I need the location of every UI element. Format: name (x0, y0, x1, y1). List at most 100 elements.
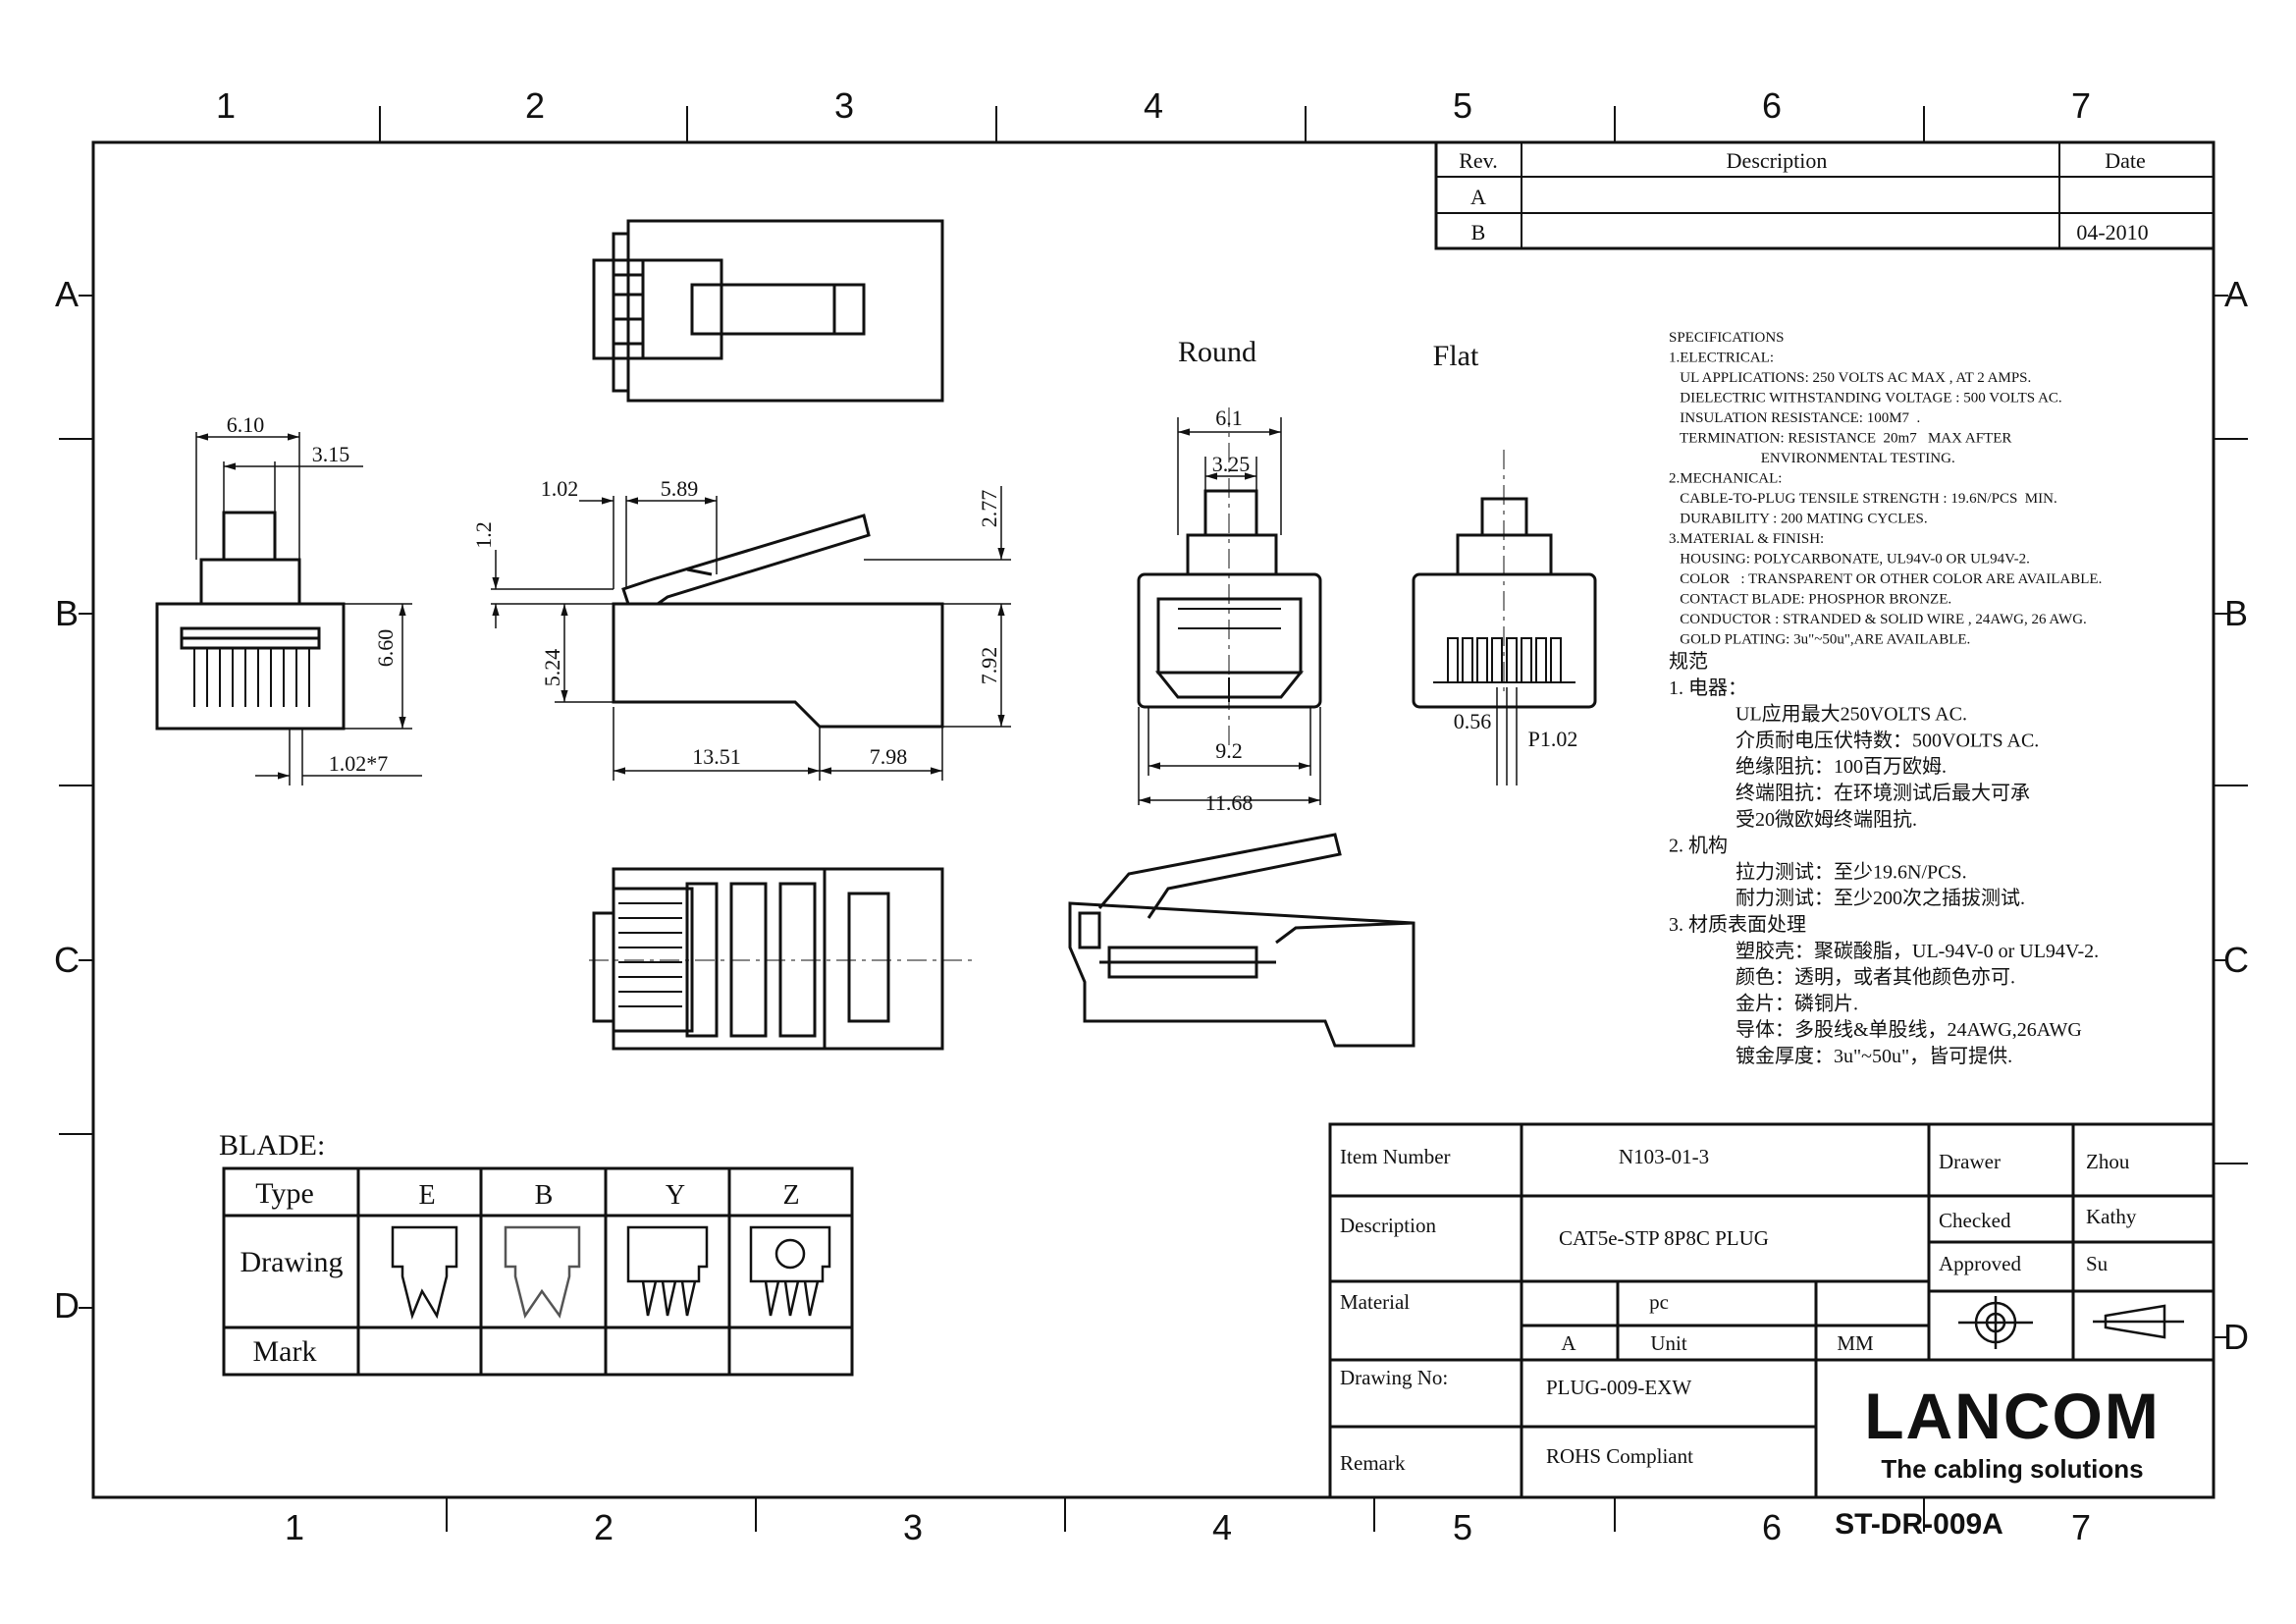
blade-drawings (391, 1225, 831, 1321)
zone-col-top-1: 1 (216, 85, 236, 126)
specifications-en: SPECIFICATIONS 1.ELECTRICAL: UL APPLICATI… (1669, 330, 2102, 648)
spec-en-line: HOUSING: POLYCARBONATE, UL94V-0 OR UL94V… (1669, 552, 2030, 568)
spec-en-line: SPECIFICATIONS (1669, 330, 1785, 346)
item-number: N103-01-3 (1619, 1145, 1709, 1168)
revision-table: Rev. Description Date A B 04-2010 (1434, 140, 2216, 250)
dim-side-8: 7.98 (870, 744, 908, 769)
blade-type-b: B (535, 1180, 554, 1211)
rev-b-date: 04-2010 (2076, 220, 2148, 244)
material-label: Material (1340, 1290, 1410, 1314)
dim-flat-1: 0.56 (1454, 709, 1492, 733)
spec-en-line: TERMINATION: RESISTANCE 20m7 MAX AFTER (1669, 431, 2011, 447)
blade-type-label: Type (255, 1177, 314, 1210)
dim-side-7: 13.51 (692, 744, 741, 769)
spec-cn-line: 导体：多股线&单股线，24AWG,26AWG (1735, 1018, 2082, 1041)
spec-cn-line: 颜色：透明，或者其他颜色亦可. (1735, 966, 2015, 989)
spec-cn-line: 金片：磷铜片. (1735, 992, 1858, 1014)
spec-cn-line: 拉力测试：至少19.6N/PCS. (1735, 860, 1967, 883)
spec-cn-line: 塑胶壳：聚碳酸脂，UL-94V-0 or UL94V-2. (1735, 940, 2099, 962)
description-value: CAT5e-STP 8P8C PLUG (1559, 1226, 1769, 1250)
spec-cn-line: 1. 电器： (1669, 677, 1747, 699)
drawing-no: PLUG-009-EXW (1546, 1376, 1691, 1399)
flat-view (1412, 450, 1597, 785)
spec-en-line: 1.ELECTRICAL: (1669, 351, 1774, 366)
material-unit-value: pc (1649, 1290, 1669, 1314)
spec-en-line: DURABILITY : 200 MATING CYCLES. (1669, 512, 1928, 527)
spec-cn-line: 终端阻抗：在环境测试后最大可承 (1735, 782, 2030, 804)
zone-row-right-A: A (2224, 274, 2248, 314)
dim-round-2: 3.25 (1212, 452, 1251, 476)
dim-side-1: 1.02 (541, 476, 579, 501)
zone-row-right-D: D (2223, 1317, 2249, 1357)
zone-col-bottom-5: 5 (1453, 1507, 1472, 1547)
zone-row-right-B: B (2224, 593, 2248, 633)
zone-ticks (59, 106, 2248, 1532)
spec-cn-line: 绝缘阻抗：100百万欧姆. (1735, 755, 1947, 778)
spec-cn-line: 受20微欧姆终端阻抗. (1735, 808, 1917, 831)
spec-en-line: 2.MECHANICAL: (1669, 471, 1782, 487)
spec-en-line: ENVIRONMENTAL TESTING. (1669, 451, 1955, 466)
lancom-logo: LANCOM The cabling solutions (1864, 1380, 2161, 1484)
zone-col-top-3: 3 (834, 85, 854, 126)
sheet-code: ST-DR-009A (1835, 1508, 2003, 1541)
dim-front-offset: 3.15 (312, 442, 350, 466)
iso-side-view (1068, 833, 1415, 1048)
description-label: Description (1340, 1214, 1436, 1237)
spec-en-line: GOLD PLATING: 3u"~50u",ARE AVAILABLE. (1669, 632, 1970, 648)
zone-col-top-4: 4 (1144, 85, 1163, 126)
zone-row-left-A: A (55, 274, 79, 314)
rev-header: Rev. (1459, 148, 1498, 173)
spec-en-line: DIELECTRIC WITHSTANDING VOLTAGE : 500 VO… (1669, 391, 2062, 406)
rev-a: A (1470, 185, 1486, 209)
zone-col-bottom-4: 4 (1212, 1507, 1232, 1547)
blade-type-z: Z (782, 1180, 799, 1211)
zone-col-top-6: 6 (1762, 85, 1782, 126)
spec-en-line: 3.MATERIAL & FINISH: (1669, 531, 1824, 547)
zone-col-top-5: 5 (1453, 85, 1472, 126)
spec-cn-line: UL应用最大250VOLTS AC. (1735, 703, 1967, 726)
blade-drawing-label: Drawing (240, 1246, 344, 1278)
approved-value: Su (2086, 1252, 2109, 1275)
drawer-label: Drawer (1939, 1150, 2001, 1173)
drawing-frame (91, 140, 2216, 1499)
side-view (491, 486, 1011, 781)
dim-front-pitch: 1.02*7 (329, 751, 389, 776)
drawing-no-label: Drawing No: (1340, 1366, 1448, 1389)
date-header: Date (2105, 148, 2146, 173)
specifications-cn: 规范 1. 电器： UL应用最大250VOLTS AC. 介质耐电压伏特数：500VO… (1669, 650, 2099, 1067)
blade-table (222, 1166, 854, 1377)
spec-en-line: CONTACT BLADE: PHOSPHOR BRONZE. (1669, 592, 1951, 608)
spec-cn-line: 介质耐电压伏特数：500VOLTS AC. (1735, 729, 2039, 751)
front-view (155, 432, 422, 785)
dim-round-4: 11.68 (1205, 790, 1254, 815)
logo-brand: LANCOM (1864, 1380, 2161, 1452)
dim-front-width: 6.10 (227, 412, 265, 437)
remark-value: ROHS Compliant (1546, 1444, 1693, 1468)
spec-en-line: CABLE-TO-PLUG TENSILE STRENGTH : 19.6N/P… (1669, 491, 2057, 507)
dim-flat-2: P1.02 (1528, 727, 1578, 751)
projection-target-icon (1958, 1296, 2033, 1349)
spec-cn-line: 镀金厚度：3u"~50u"，皆可提供. (1735, 1045, 2012, 1067)
dim-round-1: 6.1 (1215, 406, 1243, 430)
item-number-label: Item Number (1340, 1145, 1451, 1168)
blade-title: BLADE: (219, 1129, 325, 1162)
blade-type-e: E (418, 1180, 435, 1211)
zone-row-left-B: B (55, 593, 79, 633)
zone-col-bottom-1: 1 (285, 1507, 304, 1547)
spec-en-line: UL APPLICATIONS: 250 VOLTS AC MAX , AT 2… (1669, 370, 2031, 386)
description-header: Description (1727, 148, 1828, 173)
blade-type-y: Y (666, 1180, 685, 1211)
approved-label: Approved (1939, 1252, 2021, 1275)
dim-side-2: 5.89 (661, 476, 699, 501)
zone-col-top-2: 2 (525, 85, 545, 126)
dim-side-5: 5.24 (540, 649, 564, 687)
checked-label: Checked (1939, 1209, 2011, 1232)
title-block (1328, 1122, 2216, 1499)
spec-en-line: INSULATION RESISTANCE: 100M7 . (1669, 410, 1920, 426)
spec-cn-line: 3. 材质表面处理 (1669, 913, 1806, 936)
top-view (592, 219, 944, 403)
logo-tagline: The cabling solutions (1881, 1454, 2143, 1484)
spec-cn-line: 规范 (1669, 650, 1708, 673)
rev-b: B (1471, 220, 1486, 244)
